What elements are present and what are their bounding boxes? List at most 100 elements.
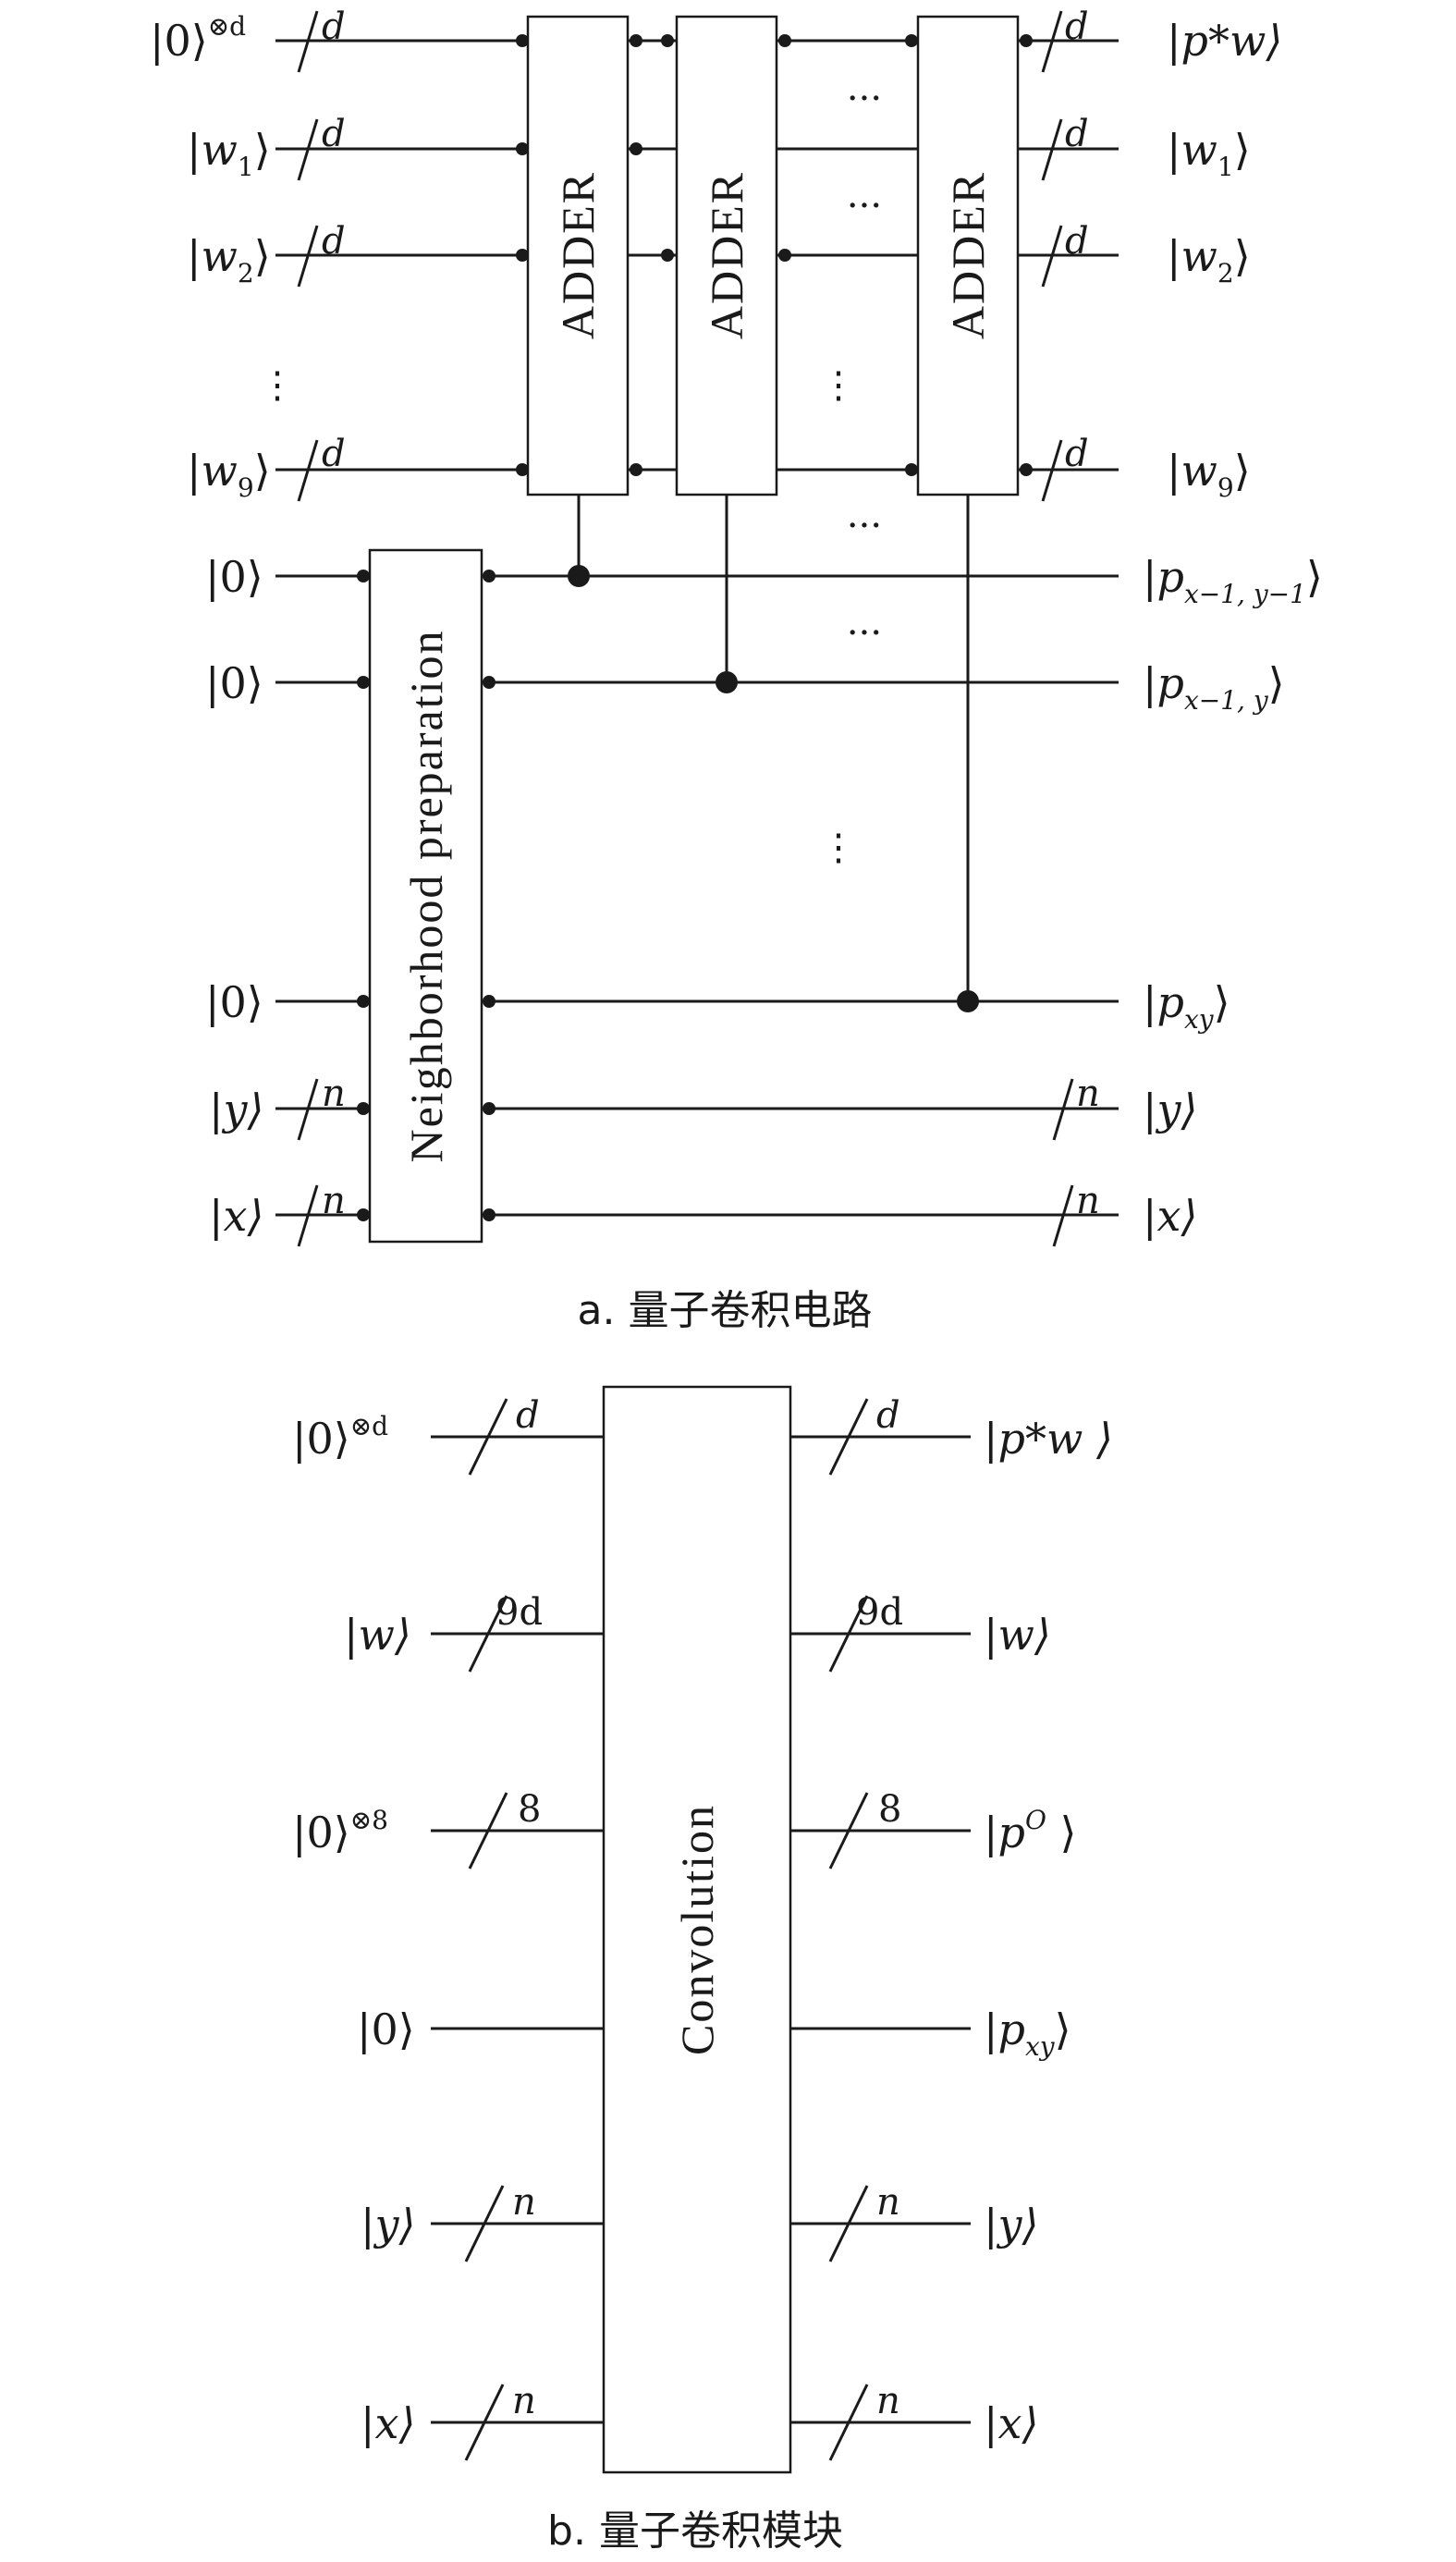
b-output-pxy: |pxy⟩	[984, 2004, 1071, 2062]
bus-slash-pw-out	[1041, 10, 1063, 73]
neighborhood-box	[368, 548, 483, 1244]
b-input-y: |y⟩	[361, 2200, 415, 2249]
panel-a-circuit: ADDER ADDER ADDER Neighborhood preparati…	[150, 6, 1323, 1334]
b-slash-zero-d-in	[468, 1398, 508, 1476]
bus-slash-w1-out	[1041, 118, 1063, 181]
b-slash-w-in	[468, 1595, 508, 1673]
b-input-zero-8: |0⟩⊗8	[292, 1805, 388, 1857]
b-output-x: |x⟩	[984, 2398, 1038, 2448]
b-bus-label-zero-8-in: 8	[518, 1788, 541, 1831]
b-slash-x-in	[464, 2384, 505, 2461]
output-p-x1-y: |px−1, y⟩	[1143, 658, 1285, 716]
input-zero-1: |0⟩	[205, 552, 263, 602]
adder-label-2: ADDER	[701, 171, 752, 339]
bus-label-y-out: n	[1076, 1073, 1100, 1115]
input-y: |y⟩	[209, 1085, 263, 1134]
b-input-x: |x⟩	[361, 2398, 415, 2448]
neighborhood-junction-dots	[357, 570, 496, 1221]
adder-label-3: ADDER	[942, 171, 994, 339]
output-w2: |w2⟩	[1167, 231, 1251, 288]
bus-slash-w9-in	[297, 439, 319, 502]
bus-slash-x-out	[1052, 1184, 1074, 1247]
caption-b: b. 量子卷积模块	[547, 2507, 843, 2555]
input-w2: |w2⟩	[187, 231, 271, 288]
bus-label-y-in: n	[322, 1073, 346, 1115]
bus-label-w1-in: d	[322, 113, 346, 155]
output-p-x1-y1: |px−1, y−1⟩	[1143, 552, 1323, 609]
output-pw: |p*w⟩	[1167, 16, 1282, 66]
input-zero-d: |0⟩⊗d	[150, 11, 246, 66]
control-dot-adder-1	[568, 565, 590, 587]
control-dot-adder-2	[716, 671, 738, 693]
bus-slash-zero-d-in	[297, 10, 319, 73]
bus-slash-w2-in	[297, 225, 319, 288]
input-w1: |w1⟩	[187, 125, 271, 182]
b-bus-label-w-in: 9d	[496, 1591, 543, 1634]
hdots-2: ···	[847, 185, 882, 227]
bus-label-w2-out: d	[1065, 220, 1089, 263]
bus-slash-w1-in	[297, 118, 319, 181]
vdots-lower: ⋮	[820, 827, 857, 869]
b-bus-label-x-out: n	[876, 2380, 900, 2422]
input-w9: |w9⟩	[187, 446, 271, 503]
bus-slash-y-in	[297, 1078, 319, 1141]
b-bus-label-pw-out: d	[876, 1394, 900, 1437]
input-zero-3: |0⟩	[205, 977, 263, 1027]
bus-label-w9-out: d	[1065, 433, 1089, 475]
bus-label-x-out: n	[1076, 1180, 1100, 1222]
convolution-label: Convolution	[671, 1804, 723, 2055]
b-slash-w-out	[828, 1595, 869, 1673]
bus-label-pw-out: d	[1065, 6, 1089, 48]
b-input-zero-d: |0⟩⊗d	[292, 1411, 388, 1464]
vdots-inputs: ⋮	[259, 364, 296, 407]
input-x: |x⟩	[209, 1191, 263, 1241]
output-y: |y⟩	[1143, 1085, 1197, 1134]
bus-label-w2-in: d	[322, 220, 346, 263]
adder-box-1	[526, 15, 630, 496]
bus-slash-y-out	[1052, 1078, 1074, 1141]
b-slash-zero-8-in	[468, 1792, 508, 1869]
hdots-3: ···	[847, 505, 882, 547]
bus-slash-w9-out	[1041, 439, 1063, 502]
panel-b-module: Convolution d 9d 8 n n d 9d 8 n n |0⟩⊗d …	[292, 1385, 1113, 2555]
b-bus-label-y-out: n	[876, 2181, 900, 2224]
vdots-middle: ⋮	[820, 364, 857, 407]
bus-slash-w2-out	[1041, 225, 1063, 288]
b-output-po: |pO ⟩	[984, 1805, 1077, 1857]
b-bus-label-w-out: 9d	[856, 1591, 903, 1634]
output-x: |x⟩	[1143, 1191, 1197, 1241]
b-output-w: |w⟩	[984, 1610, 1051, 1660]
bus-label-zero-d-in: d	[322, 6, 346, 48]
output-pxy: |pxy⟩	[1143, 977, 1230, 1035]
bus-label-x-in: n	[322, 1180, 346, 1222]
b-slash-y-out	[828, 2185, 869, 2262]
input-zero-2: |0⟩	[205, 658, 263, 708]
hdots-1: ···	[847, 78, 882, 120]
b-bus-label-po-out: 8	[878, 1788, 901, 1831]
output-w9: |w9⟩	[1167, 446, 1251, 503]
convolution-box	[602, 1385, 792, 2474]
b-output-y: |y⟩	[984, 2200, 1038, 2249]
neighborhood-label: Neighborhood preparation	[400, 629, 452, 1162]
bus-label-w9-in: d	[322, 433, 346, 475]
b-output-pw: |p*w ⟩	[984, 1414, 1113, 1464]
b-bus-label-y-in: n	[512, 2181, 536, 2224]
control-dot-adder-3	[957, 990, 979, 1012]
b-bus-label-zero-d-in: d	[516, 1394, 540, 1437]
b-slash-y-in	[464, 2185, 505, 2262]
output-w1: |w1⟩	[1167, 125, 1251, 182]
b-bus-label-x-in: n	[512, 2380, 536, 2422]
b-slash-pw-out	[828, 1398, 869, 1476]
b-input-w: |w⟩	[344, 1610, 411, 1660]
b-slash-x-out	[828, 2384, 869, 2461]
bus-slash-x-in	[297, 1184, 319, 1247]
hdots-4: ···	[847, 612, 882, 655]
caption-a: a. 量子卷积电路	[578, 1287, 873, 1334]
adder-junction-dots	[516, 34, 1033, 476]
b-input-zero: |0⟩	[357, 2004, 415, 2054]
adder-label-1: ADDER	[552, 171, 604, 339]
bus-label-w1-out: d	[1065, 113, 1089, 155]
b-slash-po-out	[828, 1792, 869, 1869]
